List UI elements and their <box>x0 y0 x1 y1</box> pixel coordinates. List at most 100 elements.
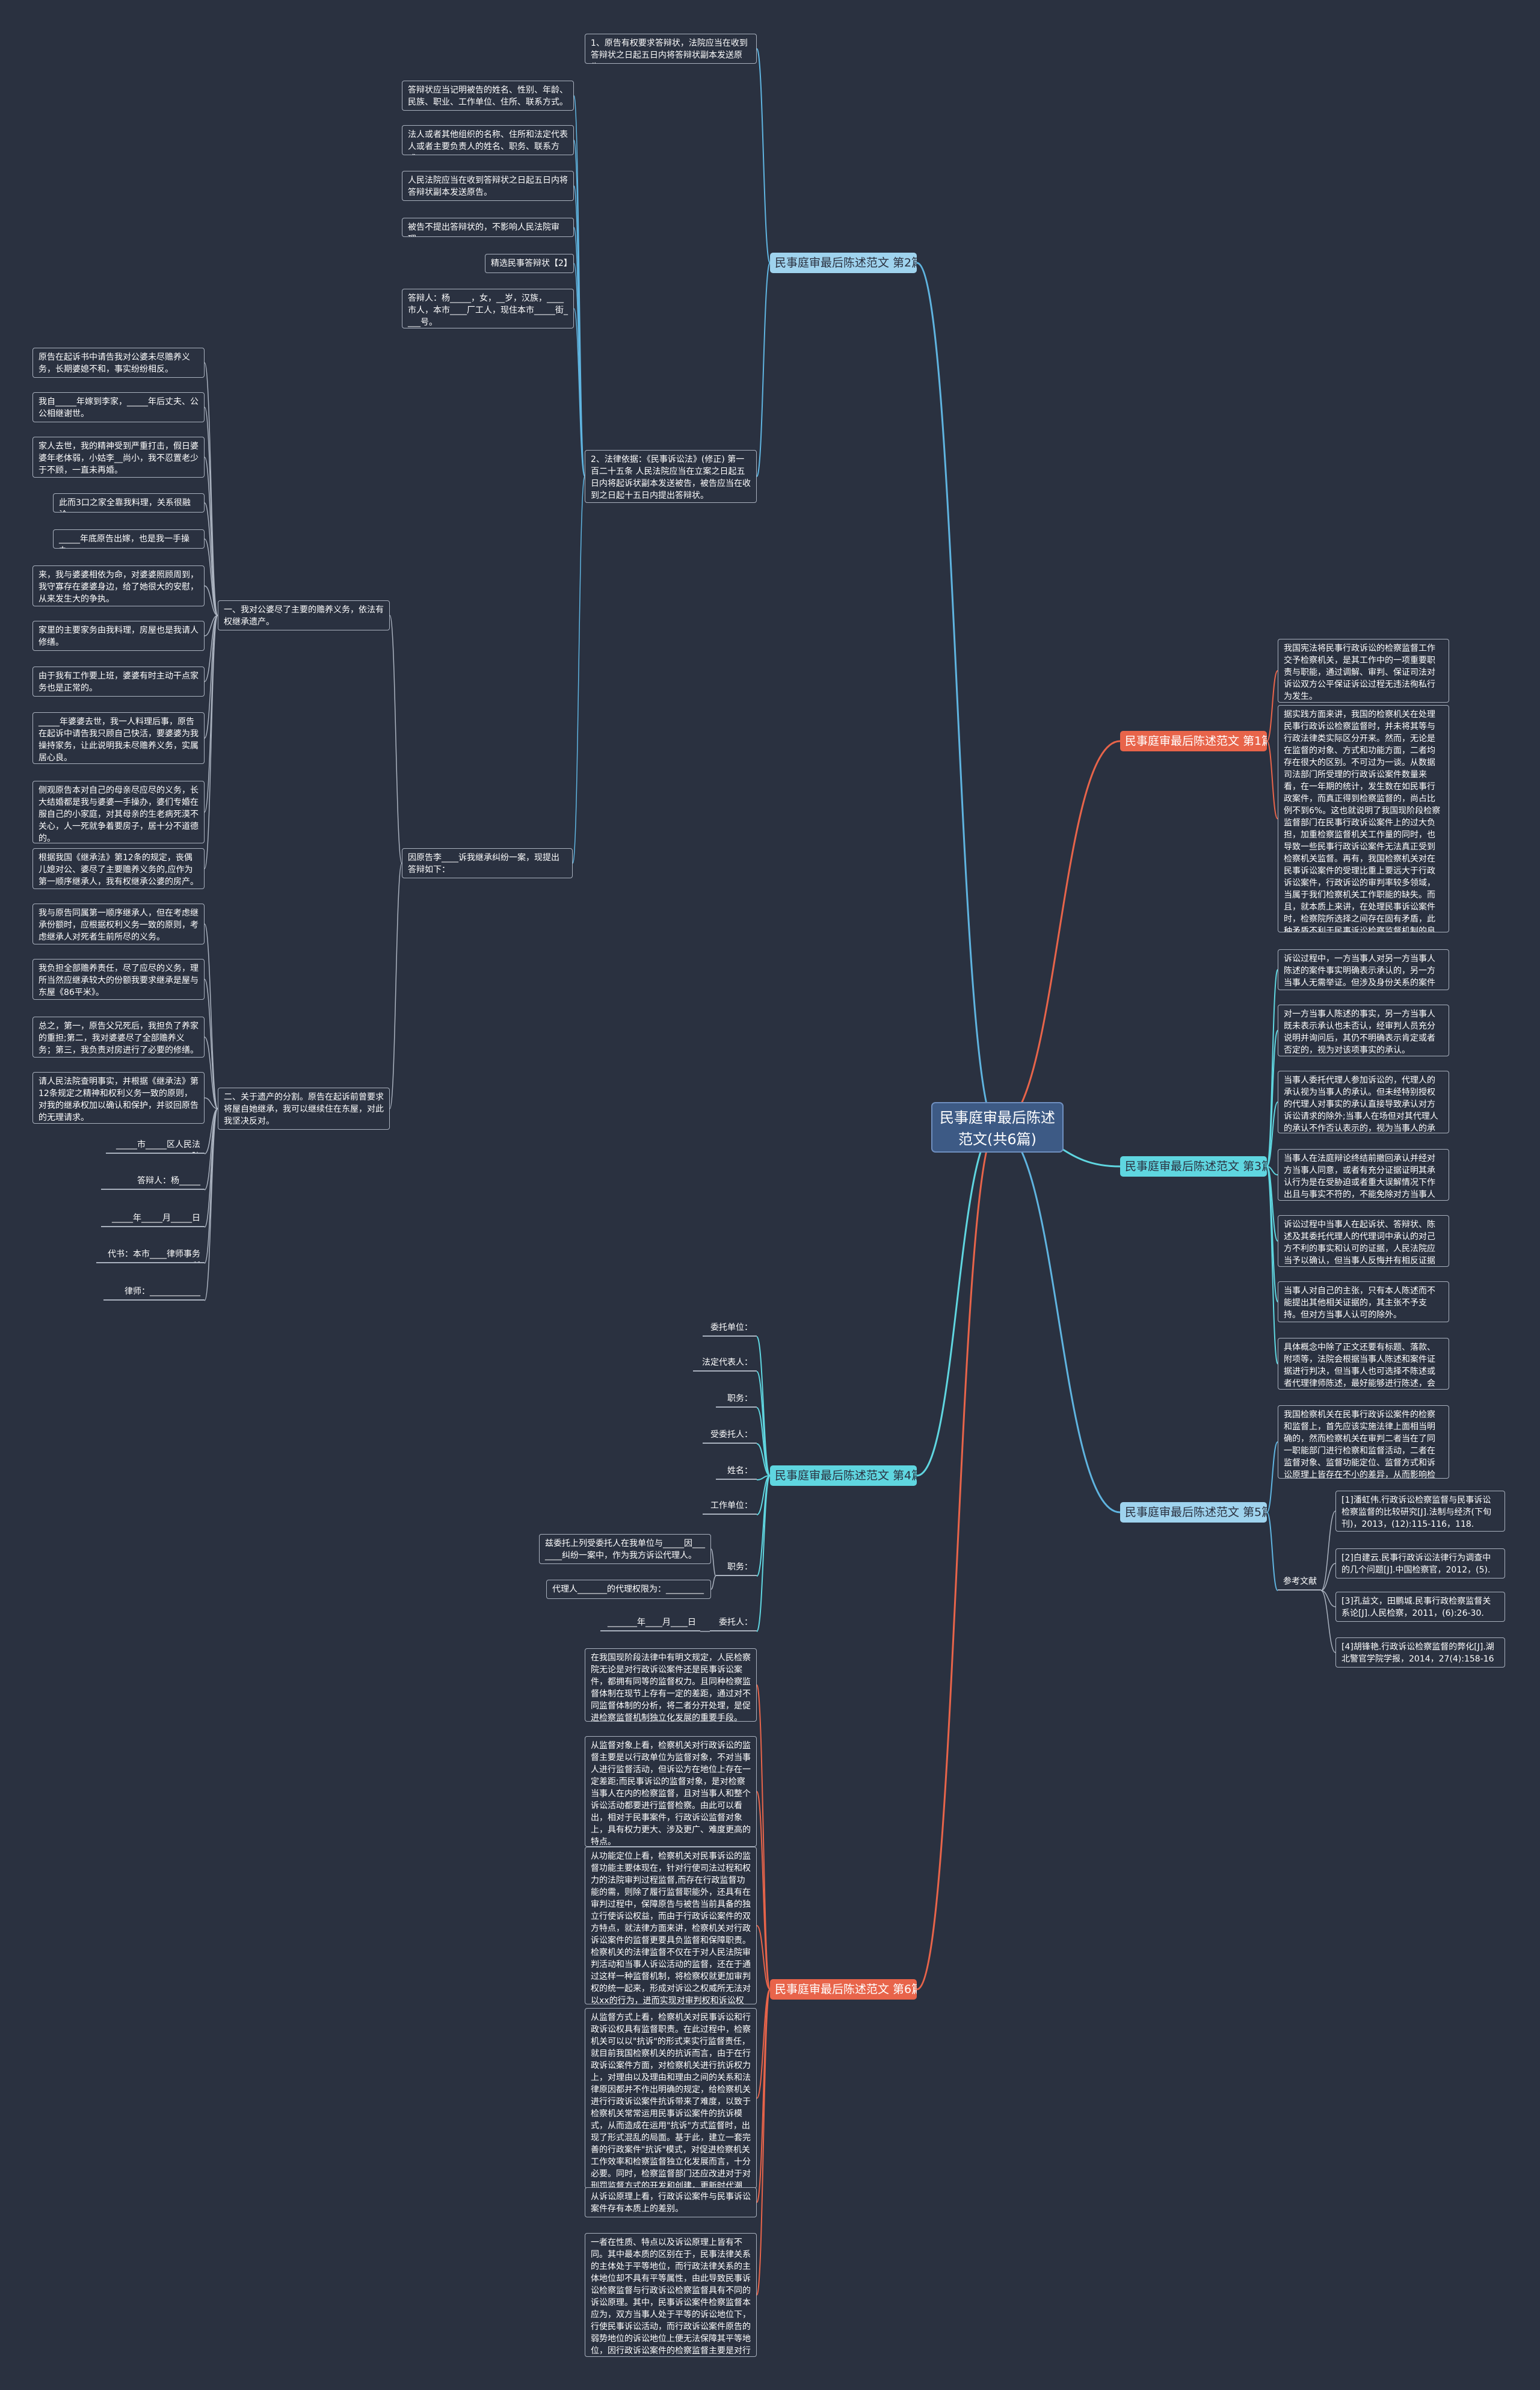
connector-66 <box>756 1989 771 2099</box>
connector-44 <box>204 979 218 1109</box>
b2-item-8: 2、法律依据：《民事诉讼法》(修正) 第一百二十五条 人民法院应当在立案之日起五… <box>585 450 757 503</box>
b3-item-2: 对一方当事人陈述的事实，另一方当事人既未表示承认也未否认，经审判人员充分说明并询… <box>1278 1005 1449 1056</box>
b4-sub-3: _______年____月____日 <box>600 1615 700 1631</box>
b1-item-1: 我国宪法将民事行政诉讼的检察监督工作交予检察机关，是其工作中的一项重要职责与职能… <box>1278 639 1449 703</box>
b2-item-7: 答辩人：杨_____，女，__岁，汉族，____市人，本市____厂工人，现住本… <box>402 289 574 328</box>
b2-sub-group-2: 二、关于遗产的分割。原告在起诉前曾要求将屋自她继承，我可以继续住在东屋，对此我坚… <box>218 1088 390 1130</box>
connector-25 <box>573 185 585 477</box>
connector-2 <box>997 1126 1121 1514</box>
connector-7 <box>1266 741 1278 819</box>
connector-6 <box>1266 670 1278 742</box>
b5-item-1: 我国检察机关在民事行政诉讼案件的检察和监督上，首先应该实施法律上面相当明确的，然… <box>1278 1405 1449 1479</box>
connector-15 <box>1266 1441 1278 1513</box>
connector-61 <box>710 1575 716 1590</box>
connector-65 <box>756 1925 771 1990</box>
b5-ref-4: [4]胡锋艳.行政诉讼检察监督的弊化[J].湖北警官学院学报，2014，27(4… <box>1335 1637 1505 1668</box>
connector-46 <box>204 1097 218 1109</box>
b4-position-1: 职务： <box>716 1391 757 1408</box>
branch-1[interactable]: 民事庭审最后陈述范文 第1篇 <box>1120 731 1267 751</box>
g1-item-4: 此而3口之家全靠我料理，关系很融洽。 <box>53 493 205 513</box>
g1-item-5: _____年底原告出嫁，也是我一手操办。 <box>53 529 205 549</box>
b4-entruster: 委托人： <box>710 1615 757 1631</box>
b5-ref-1: [1]潘虹伟.行政诉讼检察监督与民事诉讼检察监督的比较研究[J].法制与经济(下… <box>1335 1491 1505 1532</box>
b2-sub-group-1: 一、我对公婆尽了主要的赡养义务，依法有权继承遗产。 <box>218 600 390 630</box>
connector-51 <box>204 1108 218 1301</box>
sign-lawyer: 律师：____________ <box>103 1284 205 1301</box>
sign-court: _____市_____区人民法院 <box>106 1137 205 1154</box>
b5-ref-3: [3]孔益文，田鹏城.民事行政检察监督关系论[J].人民检察，2011，(6):… <box>1335 1592 1505 1622</box>
connector-3 <box>916 262 998 1129</box>
connector-57 <box>756 1475 771 1515</box>
connector-22 <box>756 262 771 477</box>
connector-52 <box>756 1336 771 1476</box>
connector-45 <box>204 1036 218 1109</box>
connector-14 <box>1266 1166 1278 1364</box>
b2-item-6: 精选民事答辩状【2】 <box>485 254 574 273</box>
connector-0 <box>997 740 1121 1129</box>
connector-4 <box>916 1126 998 1477</box>
b6-item-5: 从诉讼原理上看，行政诉讼案件与民事诉讼案件存有本质上的差别。 <box>585 2187 757 2217</box>
g1-item-1: 原告在起诉书中请告我对公婆未尽赡养义务，长期婆媳不和，事实纷纷相反。 <box>32 348 205 378</box>
g1-item-9: _____年婆婆去世，我一人料理后事，原告在起诉中请告我只顾自己快活，要婆婆为我… <box>32 712 205 764</box>
b1-item-2: 据实践方面来讲，我国的检察机关在处理民事行政诉讼检察监督时，并未将其等与行政法律… <box>1278 705 1449 932</box>
b6-item-2: 从监督对象上看，检察机关对行政诉讼的监督主要是以行政单位为监督对象，不对当事人进… <box>585 1736 757 1847</box>
root-topic[interactable]: 民事庭审最后陈述范文(共6篇) <box>931 1102 1064 1153</box>
connector-39 <box>204 615 218 682</box>
connector-43 <box>204 923 218 1109</box>
connector-31 <box>389 863 402 1109</box>
g1-item-2: 我自_____年嫁到李家，_____年后丈夫、公公相继谢世。 <box>32 392 205 422</box>
connector-59 <box>756 1475 771 1632</box>
b2-item-1: 1、原告有权要求答辩状，法院应当在收到答辩状之日起五日内将答辩状副本发送原告。 <box>585 34 757 64</box>
connector-18 <box>1320 1563 1336 1591</box>
connector-33 <box>204 407 218 616</box>
b6-item-1: 在我国现阶段法律中有明文规定，人民检察院无论是对行政诉讼案件还是民事诉讼案件，都… <box>585 1648 757 1722</box>
g1-item-7: 家里的主要家务由我料理，房屋也是我请人修缮。 <box>32 621 205 651</box>
branch-4[interactable]: 民事庭审最后陈述范文 第4篇 <box>770 1465 917 1486</box>
b6-item-3: 从功能定位上看，检察机关对民事诉讼的监督功能主要体现在，针对行使司法过程和权力的… <box>585 1847 757 2004</box>
g2-item-1: 我与原告同属第一顺序继承人，但在考虑继承份额时，应根据权利义务一致的原则，考虑继… <box>32 904 205 944</box>
connector-29 <box>572 476 585 864</box>
connector-28 <box>573 308 585 477</box>
b3-item-4: 当事人在法庭辩论终结前撤回承认并经对方当事人同意，或者有充分证据证明其承认行为是… <box>1278 1149 1449 1201</box>
g2-item-3: 总之，第一，原告父兄死后，我担负了养家的重担;第二，我对婆婆尽了全部赡养义务；第… <box>32 1017 205 1058</box>
branch-6[interactable]: 民事庭审最后陈述范文 第6篇 <box>770 1979 917 2000</box>
b5-ref-2: [2]白建云.民事行政诉讼法律行为调查中的几个问题[J].中国检察官，2012，… <box>1335 1548 1505 1578</box>
b3-item-3: 当事人委托代理人参加诉讼的，代理人的承认视为当事人的承认。但未经特别授权的代理人… <box>1278 1071 1449 1133</box>
branch-5[interactable]: 民事庭审最后陈述范文 第5篇 <box>1120 1502 1267 1523</box>
b3-item-7: 具体概念中除了正文还要有标题、落款、附项等，法院会根据当事人陈述和案件证据进行判… <box>1278 1338 1449 1390</box>
b4-trustee: 受委托人： <box>703 1427 757 1444</box>
root-title: 民事庭审最后陈述范文(共6篇) <box>940 1109 1055 1148</box>
connector-35 <box>204 502 218 616</box>
b3-item-5: 诉讼过程中当事人在起诉状、答辩状、陈述及其委托代理人的代理词中承认的对己方不利的… <box>1278 1215 1449 1267</box>
connector-9 <box>1266 1030 1278 1167</box>
sign-writer: 代书：本市____律师事务所 <box>96 1246 205 1263</box>
b4-sub-1: 兹委托上列受委托人在我单位与_____因_______纠纷一案中，作为我方诉讼代… <box>539 1534 711 1564</box>
connector-21 <box>756 48 771 263</box>
b2-item-3: 法人或者其他组织的名称、住所和法定代表人或者主要负责人的姓名、职务、联系方式。 <box>402 125 574 155</box>
b5-references-label: 参考文献 <box>1278 1574 1321 1591</box>
b2-sub-parent: 因原告李____诉我继承纠纷一案，现提出答辩如下： <box>402 848 573 878</box>
branch-3[interactable]: 民事庭审最后陈述范文 第3篇 <box>1120 1156 1267 1177</box>
connector-10 <box>1266 1101 1278 1167</box>
g1-item-11: 根据我国《继承法》第12条的规定，丧偶儿媳对公、婆尽了主要赡养义务的,应作为第一… <box>32 848 205 889</box>
g1-item-3: 家人去世，我的精神受到严重打击，假日婆婆年老体弱，小姑李__尚小，我不忍置老少于… <box>32 437 205 478</box>
connector-20 <box>1320 1590 1336 1653</box>
b2-item-5: 被告不提出答辩状的，不影响人民法院审理。 <box>402 218 574 237</box>
connector-42 <box>204 615 218 869</box>
connector-19 <box>1320 1590 1336 1607</box>
connector-5 <box>916 1126 998 1991</box>
connector-36 <box>204 538 218 616</box>
b4-work-unit: 工作单位： <box>703 1498 757 1515</box>
b4-sub-2: 代理人_______的代理权限为：__________ <box>546 1580 711 1599</box>
connector-55 <box>756 1443 771 1476</box>
g1-item-8: 由于我有工作要上班，婆婆有时主动干点家务也是正常的。 <box>32 667 205 697</box>
b2-item-2: 答辩状应当记明被告的姓名、性别、年龄、民族、职业、工作单位、住所、联系方式。 <box>402 81 574 111</box>
sign-respondent: 答辩人：杨_____ <box>101 1173 205 1190</box>
branch-2[interactable]: 民事庭审最后陈述范文 第2篇 <box>770 253 917 273</box>
g2-item-2: 我负担全部赡养责任，尽了应尽的义务，理所当然应继承较大的份额我要求继承是屋与东屋… <box>32 959 205 1000</box>
connector-64 <box>756 1791 771 1990</box>
g2-item-4: 请人民法院查明事实，并根据《继承法》第12条规定之精神和权利义务一致的原则，对我… <box>32 1072 205 1124</box>
connector-63 <box>756 1684 771 1990</box>
connector-47 <box>204 1108 218 1154</box>
